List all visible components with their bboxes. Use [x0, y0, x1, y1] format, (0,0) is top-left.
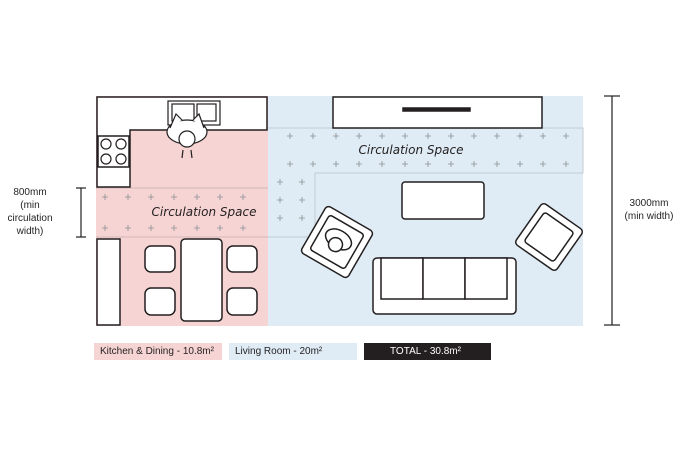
dimension-800mm-line-4: width)	[16, 226, 44, 237]
fridge	[96, 238, 121, 326]
dining-table	[180, 238, 223, 322]
kitchen-circulation-band	[96, 187, 268, 238]
kitchen-counter	[96, 96, 268, 326]
dimension-3000mm	[604, 95, 620, 326]
armchair-with-person-icon	[300, 205, 374, 279]
circulation-grid-marks	[102, 133, 569, 231]
legend-total: TOTAL - 30.8m²	[364, 343, 491, 360]
sofa	[372, 257, 517, 315]
legend-kitchen-dining: Kitchen & Dining - 10.8m²	[94, 343, 222, 360]
dimension-800mm-line-2: (min	[20, 200, 40, 211]
armchair-icon	[515, 203, 583, 271]
living-circulation-label: Circulation Space	[359, 143, 464, 157]
dimension-800mm-label: 800mm (min circulation width)	[0, 186, 60, 238]
dimension-3000mm-line-2: (min width)	[624, 211, 674, 222]
kitchen-circulation-label: Circulation Space	[152, 205, 257, 219]
dimension-3000mm-label: 3000mm (min width)	[618, 197, 680, 223]
hob-icon	[97, 135, 130, 168]
dimension-800mm-line-3: circulation	[7, 213, 53, 224]
person-at-sink-icon	[166, 112, 208, 159]
legend-living-room: Living Room - 20m²	[229, 343, 357, 360]
dimension-3000mm-line-1: 3000mm	[629, 198, 669, 209]
tv-unit	[332, 96, 543, 129]
dining-chairs	[144, 245, 258, 316]
coffee-table	[401, 181, 485, 220]
dimension-800mm-line-1: 800mm	[13, 187, 47, 198]
dimension-800mm	[76, 187, 86, 238]
hob-burners-icon	[100, 138, 127, 165]
